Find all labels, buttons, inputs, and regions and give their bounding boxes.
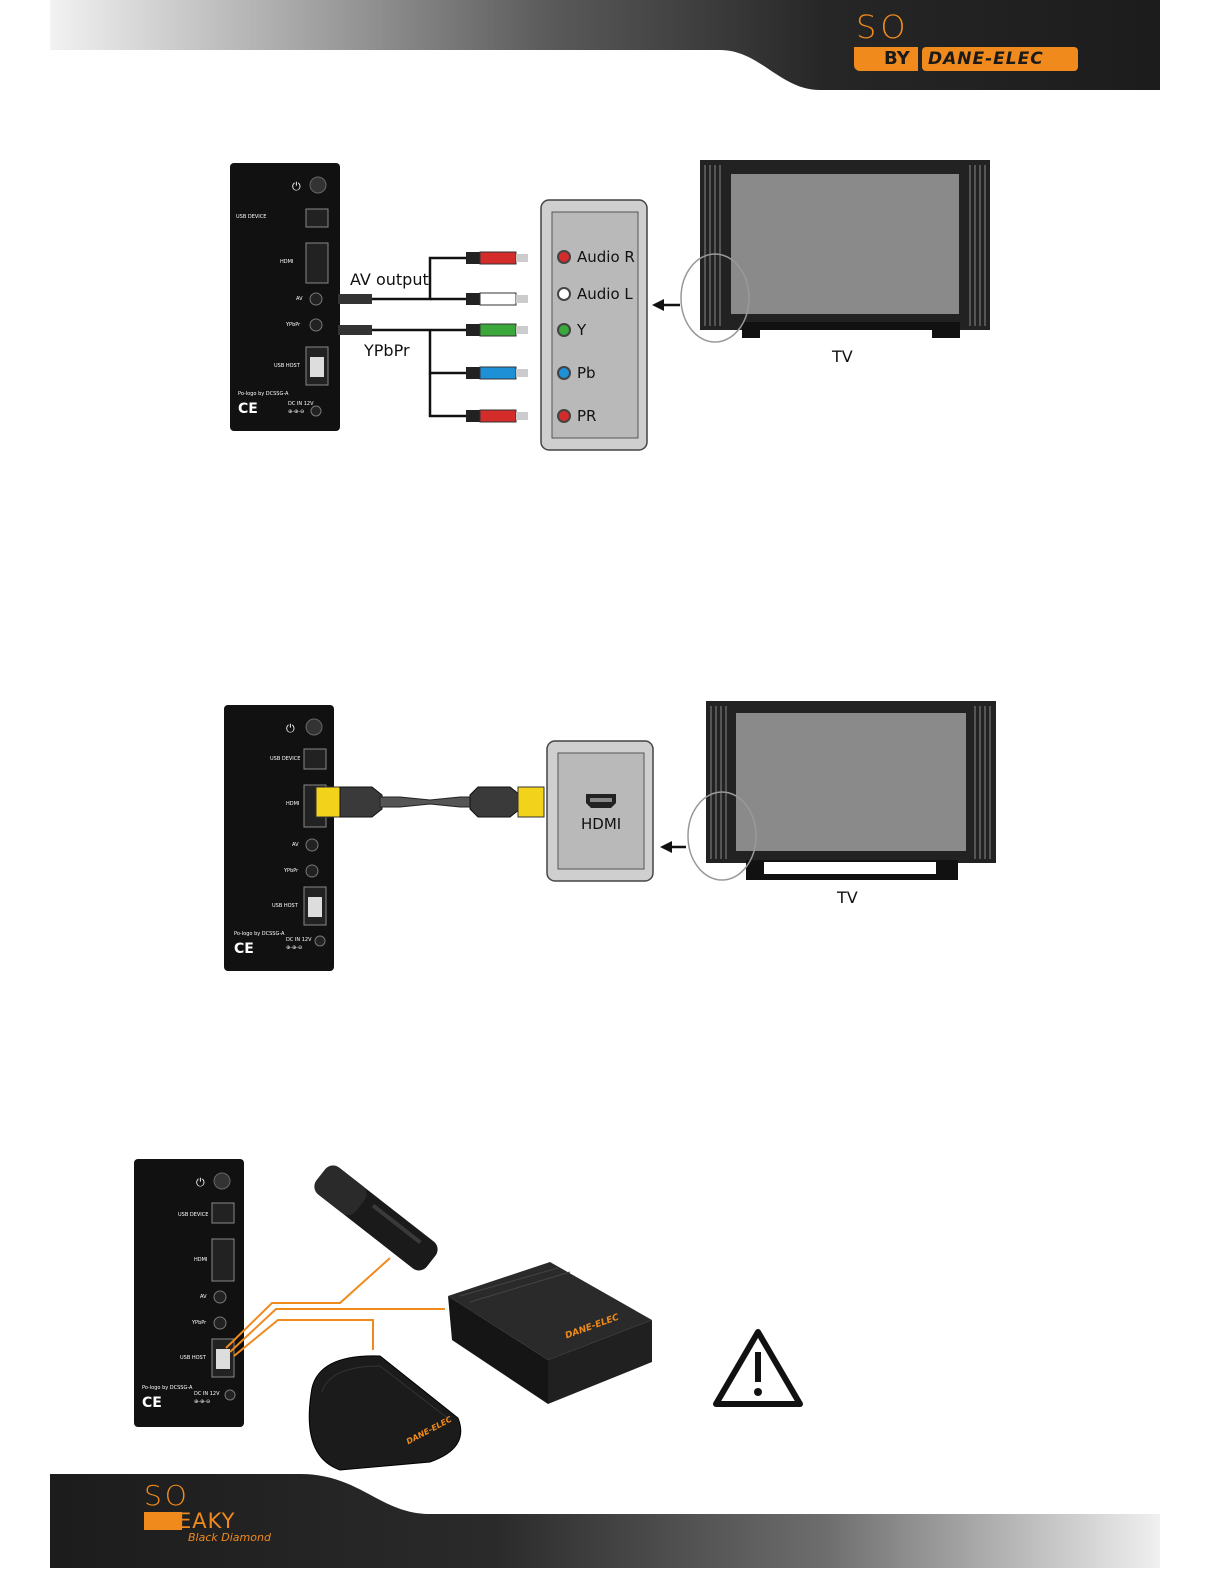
model-label: Po-logo by DCSSG-A bbox=[238, 391, 289, 397]
footer-logo-s-badge bbox=[144, 1512, 182, 1530]
ce-mark: CE bbox=[142, 1395, 162, 1411]
usb-flash-drive bbox=[314, 1165, 438, 1271]
port-label-av: AV bbox=[292, 842, 299, 848]
port-label-ypbpr: YPbPr bbox=[192, 1320, 207, 1326]
tv-label-2: TV bbox=[837, 888, 858, 907]
power-icon: ⏻ bbox=[196, 1176, 205, 1189]
port-label-hdmi: HDMI bbox=[194, 1257, 208, 1263]
input-label-pr: PR bbox=[577, 407, 597, 425]
logo-so-text: SO bbox=[856, 8, 910, 46]
cable-label-av: AV output bbox=[350, 270, 429, 289]
external-hdd bbox=[448, 1262, 652, 1404]
port-label-usb-device: USB DEVICE bbox=[236, 214, 267, 220]
footer-bar bbox=[50, 1474, 1160, 1568]
input-label-audio-l: Audio L bbox=[577, 285, 633, 303]
dc-label: DC IN 12V bbox=[194, 1391, 220, 1397]
warning-icon bbox=[713, 1329, 803, 1407]
port-label-hdmi: HDMI bbox=[286, 801, 300, 807]
power-icon: ⏻ bbox=[292, 180, 301, 193]
portable-hdd bbox=[308, 1355, 462, 1471]
port-label-av: AV bbox=[200, 1294, 207, 1300]
port-label-usb-host: USB HOST bbox=[272, 903, 298, 909]
hdmi-input-label: HDMI bbox=[581, 815, 622, 833]
model-label: Po-logo by DCSSG-A bbox=[142, 1385, 193, 1391]
logo-brand-text: DANE-ELEC bbox=[928, 49, 1044, 69]
input-label-pb: Pb bbox=[577, 364, 596, 382]
ce-mark: CE bbox=[234, 941, 254, 957]
media-player-back-panel-usb: ⏻ USB DEVICE HDMI AV YPbPr USB HOST Po-l… bbox=[134, 1159, 244, 1427]
input-label-y: Y bbox=[577, 321, 587, 339]
ypbpr-plug bbox=[338, 325, 372, 335]
logo-brand-badge bbox=[922, 47, 1078, 71]
ce-mark: CE bbox=[238, 401, 258, 417]
logo-by-badge bbox=[854, 47, 918, 71]
rca-plugs bbox=[466, 251, 528, 423]
power-icon: ⏻ bbox=[286, 722, 295, 735]
footer-logo-so: SO bbox=[144, 1479, 190, 1512]
model-label: Po-logo by DCSSG-A bbox=[234, 931, 285, 937]
dc-polarity: ⊕-⊕-⊖ bbox=[194, 1399, 211, 1405]
dc-label: DC IN 12V bbox=[288, 401, 314, 407]
port-label-ypbpr: YPbPr bbox=[284, 868, 299, 874]
header-logo: SO BY DANE-ELEC bbox=[852, 8, 1082, 74]
tv-input-jacks bbox=[557, 250, 571, 423]
logo-by-text: BY bbox=[884, 48, 910, 69]
footer-logo-speaky: SPEAKY bbox=[150, 1509, 236, 1533]
av-cables bbox=[330, 256, 470, 418]
port-label-av: AV bbox=[296, 296, 303, 302]
port-label-usb-host: USB HOST bbox=[274, 363, 300, 369]
footer-logo-sub: Black Diamond bbox=[188, 1531, 271, 1544]
tv-2 bbox=[687, 701, 996, 881]
dc-polarity: ⊕-⊕-⊖ bbox=[286, 945, 303, 951]
tv-1 bbox=[680, 160, 990, 343]
port-label-usb-device: USB DEVICE bbox=[270, 756, 301, 762]
av-plug bbox=[338, 294, 372, 304]
dc-label: DC IN 12V bbox=[286, 937, 312, 943]
input-label-audio-r: Audio R bbox=[577, 248, 635, 266]
hdmi-cable bbox=[315, 786, 545, 818]
usb-connection-lines bbox=[225, 1257, 445, 1357]
port-label-hdmi: HDMI bbox=[280, 259, 294, 265]
port-label-usb-host: USB HOST bbox=[180, 1355, 206, 1361]
media-player-back-panel: ⏻ USB DEVICE HDMI AV YPbPr USB HOST Po-l… bbox=[230, 163, 340, 431]
dc-polarity: ⊕-⊕-⊖ bbox=[288, 409, 305, 415]
footer-logo: SO SPEAKY Black Diamond bbox=[142, 1479, 302, 1545]
port-label-usb-device: USB DEVICE bbox=[178, 1212, 209, 1218]
cable-label-ypbpr: YPbPr bbox=[364, 341, 410, 360]
tv-label-1: TV bbox=[832, 347, 853, 366]
port-label-ypbpr: YPbPr bbox=[286, 322, 301, 328]
